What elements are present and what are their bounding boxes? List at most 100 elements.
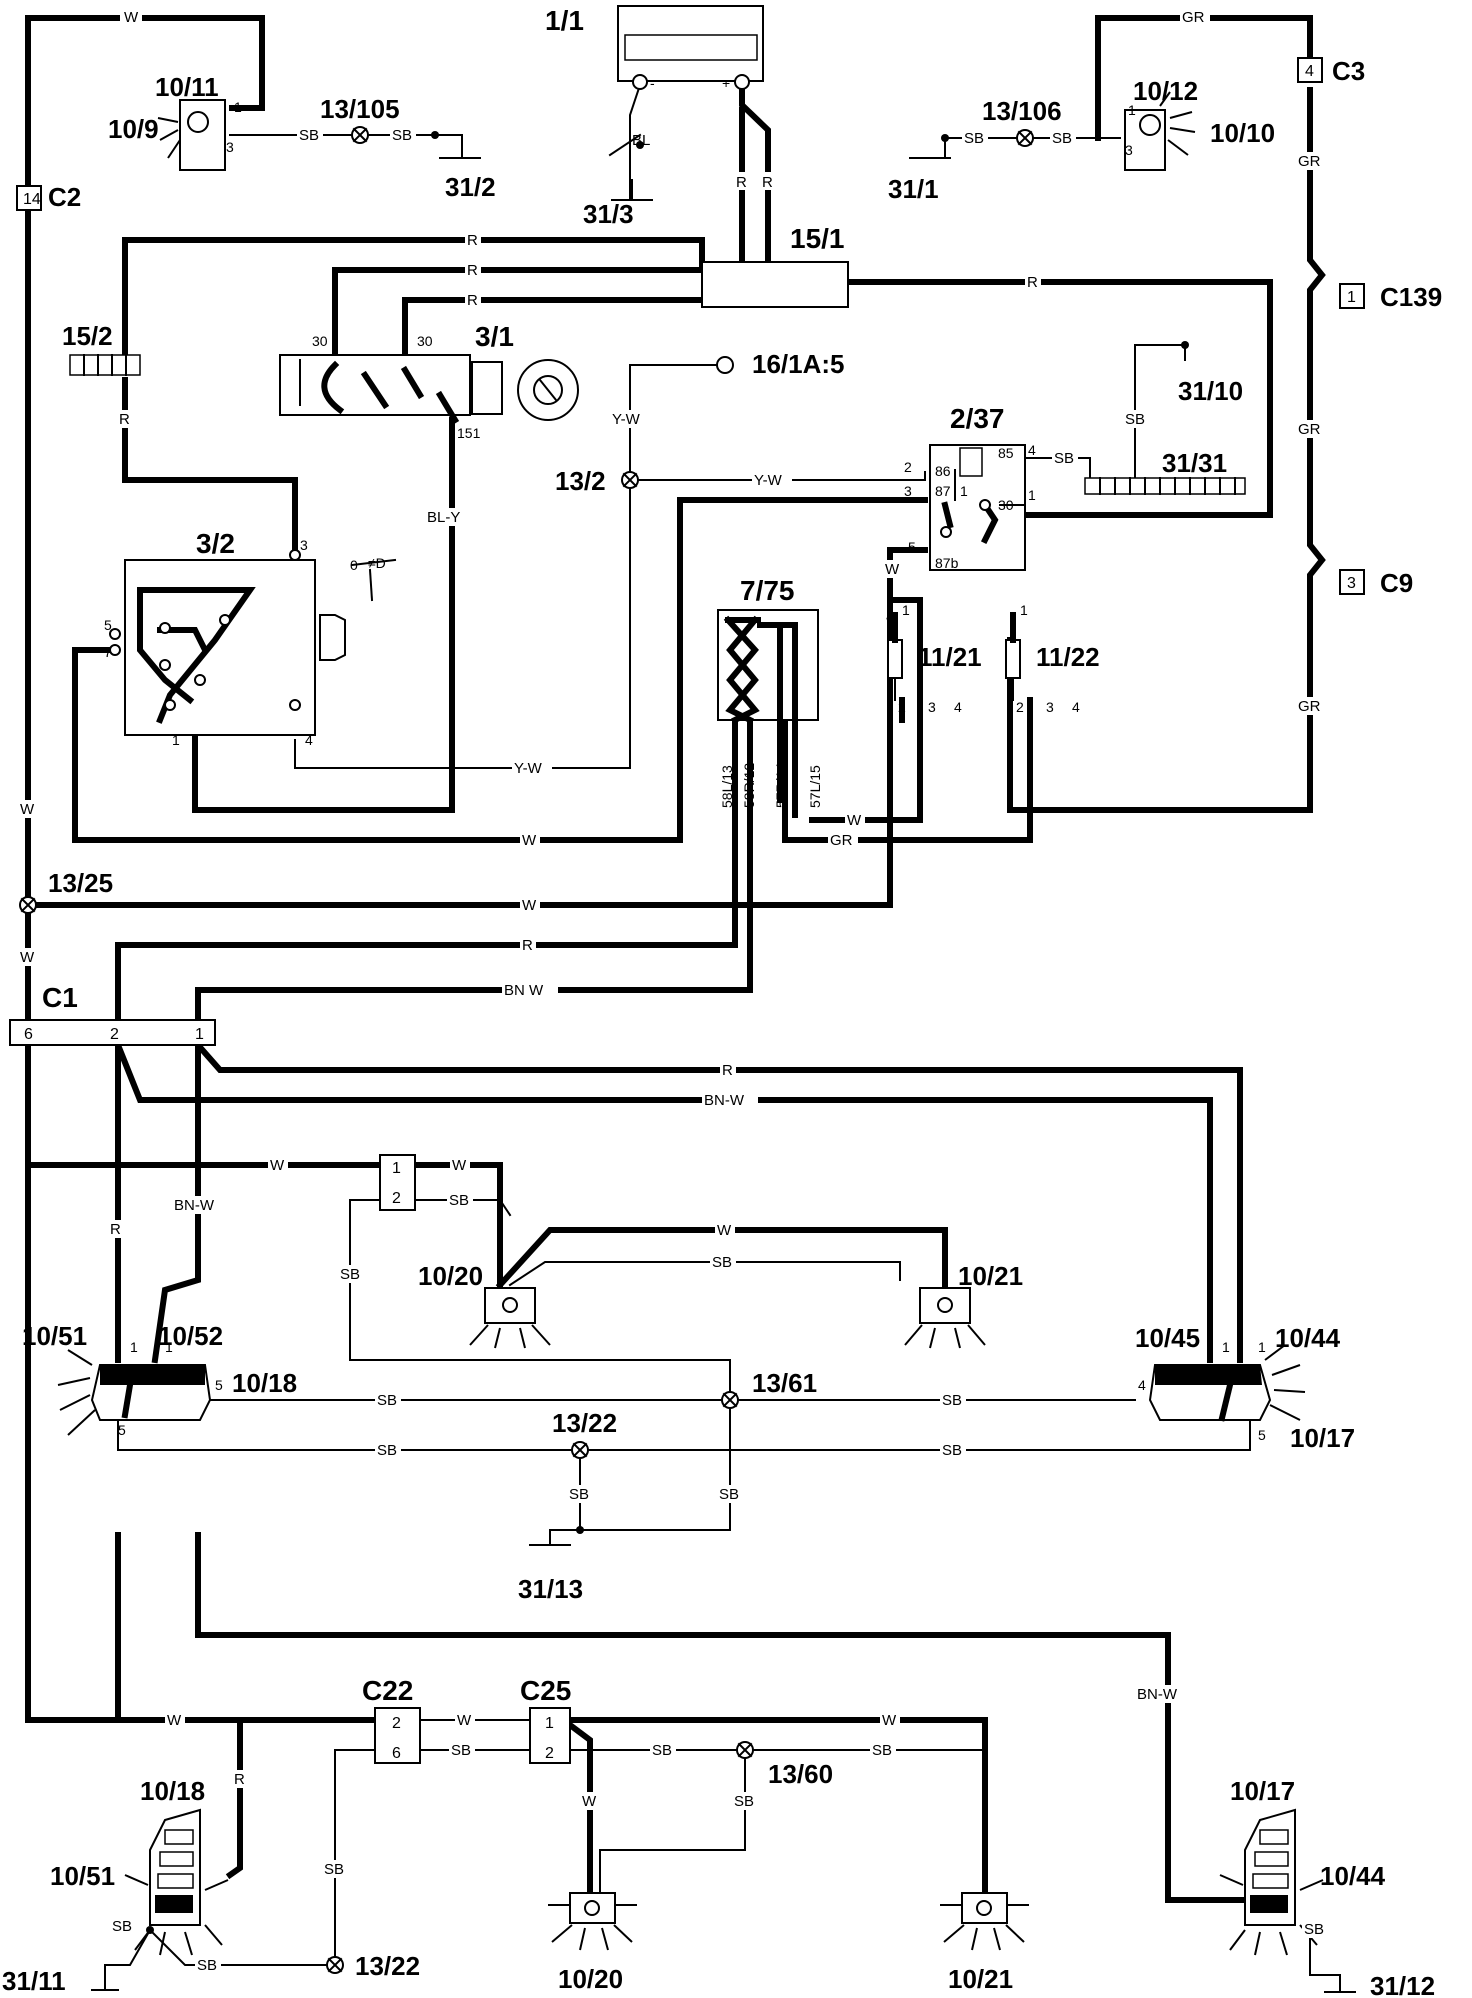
wc-w-4: W — [20, 801, 35, 818]
wc-yw-3: Y-W — [514, 760, 543, 777]
label-10-20-lower: 10/20 — [558, 1964, 623, 1994]
pin-C22-6: 6 — [392, 1745, 401, 1762]
wc-r-4: R — [1027, 274, 1038, 291]
label-10-51-lower: 10/51 — [50, 1861, 115, 1891]
pin-10-51-1: 1 — [130, 1339, 138, 1355]
wc-w-top: W — [124, 9, 139, 26]
label-31-1: 31/1 — [888, 174, 939, 204]
connector-C9-label: C9 — [1380, 568, 1413, 598]
connector-C139: 1 C139 — [1339, 282, 1442, 312]
label-10-51-upper: 10/51 — [22, 1321, 87, 1351]
wc-w-13: W — [582, 1793, 597, 1810]
wc-r-1: R — [467, 232, 478, 249]
wc-w-6: W — [522, 897, 537, 914]
label-10-52: 10/52 — [158, 1321, 223, 1351]
wc-sb-7: SB — [449, 1192, 469, 1209]
pin-mid-1: 1 — [392, 1160, 401, 1177]
switch-10-12 — [1124, 91, 1196, 171]
label-3-2: 3/2 — [196, 528, 235, 559]
pin-2-37-5: 5 — [908, 539, 916, 555]
wc-bly: BL-Y — [427, 509, 460, 526]
lamp-10-21-lower — [940, 1892, 1029, 1951]
label-15-2: 15/2 — [62, 321, 113, 351]
wc-gr-top: GR — [1182, 9, 1205, 26]
pin-7-75-58l: 58L/13 — [719, 765, 735, 808]
wc-w-relay: W — [885, 561, 900, 578]
wc-yw-1: Y-W — [612, 411, 641, 428]
wc-sb-20: SB — [324, 1861, 344, 1878]
label-10-44-upper: 10/44 — [1275, 1323, 1341, 1353]
wc-gr-3: GR — [1298, 421, 1321, 438]
label-10-12: 10/12 — [1133, 76, 1198, 106]
rear-light-right — [1219, 1808, 1324, 1956]
label-13-61: 13/61 — [752, 1368, 817, 1398]
label-2-37: 2/37 — [950, 403, 1005, 434]
splice-13-22-upper — [571, 1441, 589, 1459]
terminal-16-1a5 — [716, 356, 734, 374]
lamp-10-20-lower — [548, 1892, 637, 1951]
label-10-45: 10/45 — [1135, 1323, 1200, 1353]
wc-sb-9: SB — [712, 1254, 732, 1271]
pin-3-1-30a: 30 — [312, 333, 328, 349]
connector-C139-label: C139 — [1380, 282, 1442, 312]
splice-13-22-lower — [326, 1956, 344, 1974]
pin-3-2-4: 4 — [305, 732, 313, 748]
pin-2-37-1: 1 — [1028, 487, 1036, 503]
splice-13-106 — [1016, 129, 1034, 147]
lamp-10-20-upper — [469, 1287, 551, 1349]
component-labels: 1/1 10/11 10/9 13/105 31/2 31/3 13/106 1… — [2, 5, 1435, 1998]
pin-2-37-86: 86 — [935, 463, 951, 479]
wc-r-8: R — [110, 1221, 121, 1238]
label-13-106: 13/106 — [982, 96, 1062, 126]
label-10-18-upper: 10/18 — [232, 1368, 297, 1398]
battery-plus: + — [722, 75, 730, 91]
label-13-60: 13/60 — [768, 1759, 833, 1789]
label-15-1: 15/1 — [790, 223, 845, 254]
light-switch-3-2 — [109, 549, 397, 736]
connector-C139-pin: 1 — [1347, 289, 1356, 306]
wc-w-8: W — [452, 1157, 467, 1174]
tail-lamp-right — [1148, 1344, 1306, 1422]
wc-bnw-4: BN-W — [1137, 1686, 1178, 1703]
label-11-21: 11/21 — [918, 642, 982, 672]
splice-13-105 — [351, 126, 369, 144]
pin-labels: 1 3 1 3 30 30 151 3 5 7 1 4 0 ≠D 2 3 5 4… — [24, 99, 1266, 1762]
pin-7-75-58r: 58R/12 — [741, 763, 757, 808]
wc-r-3: R — [467, 292, 478, 309]
wc-sb-6: SB — [1125, 411, 1145, 428]
wc-sb-12: SB — [377, 1442, 397, 1459]
label-13-2: 13/2 — [555, 466, 606, 496]
wc-sb-3: SB — [964, 130, 984, 147]
pin-3-1-30b: 30 — [417, 333, 433, 349]
label-31-13: 31/13 — [518, 1574, 583, 1604]
splice-13-61 — [721, 1391, 739, 1409]
pin-C1-1: 1 — [195, 1026, 204, 1043]
wc-r-6: R — [522, 937, 533, 954]
pin-11-21-1: 1 — [902, 602, 910, 618]
connector-C25 — [529, 1707, 571, 1764]
pin-7-75-57r: 57R/14 — [773, 763, 789, 808]
pin-11-21-2: 2 — [898, 699, 906, 715]
label-10-9: 10/9 — [108, 114, 159, 144]
pin-10-44-1: 1 — [1258, 1339, 1266, 1355]
label-10-10: 10/10 — [1210, 118, 1275, 148]
pin-2-37-4: 4 — [1028, 442, 1036, 458]
pin-3-2-dial: ≠D — [368, 555, 386, 571]
pin-3-2-1: 1 — [172, 732, 180, 748]
splices — [19, 126, 1034, 1974]
pin-mid-2: 2 — [392, 1190, 401, 1207]
wc-r-7: R — [722, 1062, 733, 1079]
label-C1: C1 — [42, 982, 78, 1013]
wc-sb-19: SB — [734, 1793, 754, 1810]
fuse-box-15-1 — [701, 261, 849, 308]
wc-r-5: R — [119, 411, 130, 428]
wc-r-9: R — [234, 1771, 245, 1788]
label-31-31: 31/31 — [1162, 448, 1227, 478]
label-11-22: 11/22 — [1036, 642, 1100, 672]
pin-11-22-4: 4 — [1072, 699, 1080, 715]
connector-mid — [379, 1154, 416, 1211]
wc-sb-13: SB — [942, 1442, 962, 1459]
wc-w-2: W — [522, 832, 537, 849]
pin-2-37-85: 85 — [998, 445, 1014, 461]
